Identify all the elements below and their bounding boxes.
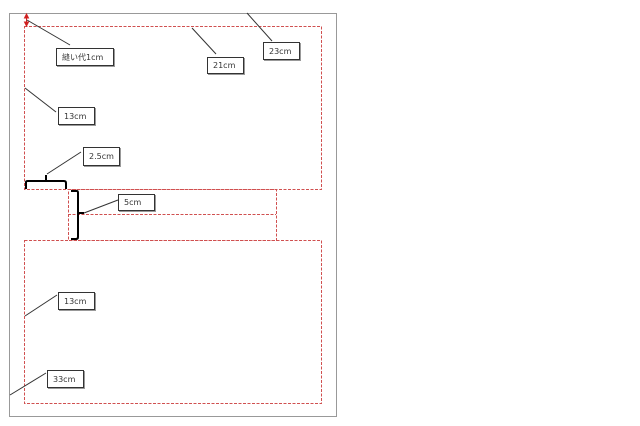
label-seam-allowance: 縫い代1cm bbox=[56, 48, 114, 66]
label-height-bottom: 13cm bbox=[58, 292, 95, 310]
seam-arrow-icon bbox=[23, 12, 30, 28]
label-height-top: 13cm bbox=[58, 107, 95, 125]
label-strap: 5cm bbox=[118, 194, 155, 211]
horizontal-brace bbox=[25, 175, 67, 189]
label-width-outer: 23cm bbox=[263, 42, 300, 60]
bottom-panel-outline bbox=[24, 240, 322, 404]
label-offset: 2.5cm bbox=[83, 147, 120, 166]
leader-lines bbox=[9, 12, 273, 396]
label-width-inner: 21cm bbox=[207, 57, 244, 74]
label-total-height: 33cm bbox=[47, 370, 84, 388]
vertical-brace bbox=[71, 190, 84, 240]
page-frame bbox=[9, 13, 337, 417]
